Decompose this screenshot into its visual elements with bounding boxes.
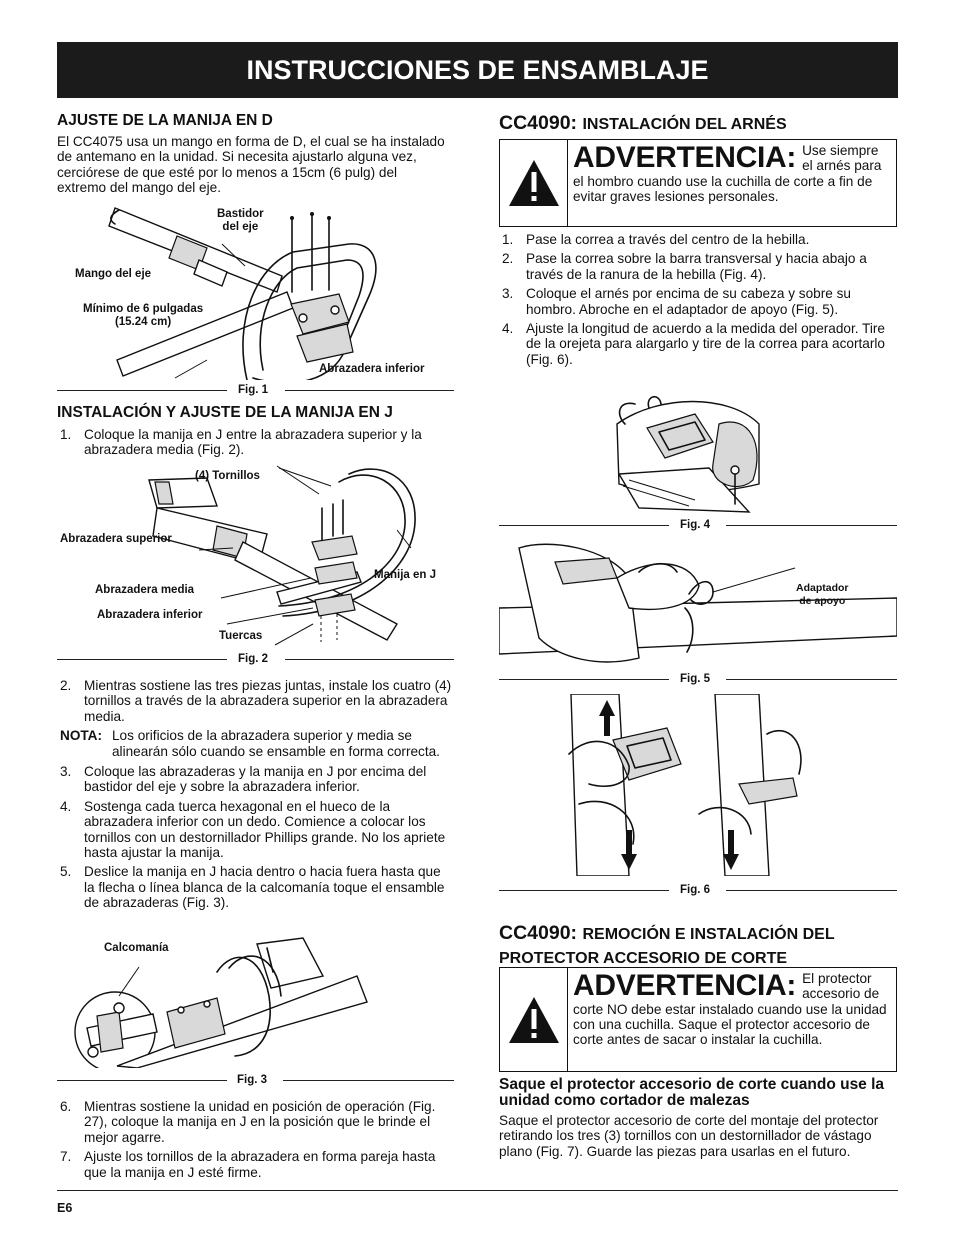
fig2-label-tuercas: Tuercas xyxy=(219,630,263,642)
fig4-illustration xyxy=(499,384,897,519)
list-item: 1.Coloque la manija en J entre la abraza… xyxy=(60,427,422,458)
j-handle-heading: INSTALACIÓN Y AJUSTE DE LA MANIJA EN J xyxy=(57,404,393,421)
fig5-label-adaptador: Adaptador de apoyo xyxy=(796,582,849,607)
fig4-caption: Fig. 4 xyxy=(499,519,897,531)
protector-text: Saque el protector accesorio de corte de… xyxy=(499,1113,879,1159)
fig6-illustration xyxy=(549,693,809,877)
harness-steps: 1.Pase la correa a través del centro de … xyxy=(499,232,897,371)
fig2-illustration xyxy=(57,464,454,650)
fig5-illustration xyxy=(498,538,898,673)
fig1-illustration xyxy=(57,200,454,384)
section-banner: INSTRUCCIONES DE ENSAMBLAJE xyxy=(57,42,898,98)
fig1-caption: Fig. 1 xyxy=(57,384,454,396)
harness-heading: CC4090: INSTALACIÓN DEL ARNÉS xyxy=(499,112,787,134)
fig1-label-abrazadera: Abrazadera inferior xyxy=(319,363,425,375)
list-item: 2.Mientras sostiene las tres piezas junt… xyxy=(60,678,452,724)
list-item: 3.Coloque las abrazaderas y la manija en… xyxy=(60,764,427,795)
note: NOTA:Los orificios de la abrazadera supe… xyxy=(60,728,440,759)
fig5-caption: Fig. 5 xyxy=(499,673,897,685)
fig6-caption: Fig. 6 xyxy=(499,884,897,896)
fig3-illustration xyxy=(57,936,454,1073)
fig2-label-media: Abrazadera media xyxy=(95,584,195,596)
d-handle-heading: AJUSTE DE LA MANIJA EN D xyxy=(57,112,273,129)
fig2-caption: Fig. 2 xyxy=(57,653,454,665)
list-item: 2.Pase la correa sobre la barra transver… xyxy=(502,251,867,282)
warning-icon xyxy=(500,968,568,1071)
list-item: 3.Coloque el arnés por encima de su cabe… xyxy=(502,286,851,317)
j-handle-step-1: 1.Coloque la manija en J entre la abraza… xyxy=(57,427,454,462)
protector-heading: CC4090: REMOCIÓN E INSTALACIÓN DEL PROTE… xyxy=(499,922,835,967)
protector-subheading: Saque el protector accesorio de corte cu… xyxy=(499,1076,885,1109)
page-number: E6 xyxy=(57,1201,73,1215)
fig3-caption: Fig. 3 xyxy=(57,1074,454,1086)
harness-warning-box: ADVERTENCIA:Use siempre el arnés para el… xyxy=(499,139,897,227)
fig1-label-minimo: Mínimo de 6 pulgadas (15.24 cm) xyxy=(83,303,204,328)
protector-warning-box: ADVERTENCIA:El protector accesorio de co… xyxy=(499,967,897,1072)
j-handle-steps-2-5: 2.Mientras sostiene las tres piezas junt… xyxy=(57,678,454,915)
list-item: 5.Deslice la manija en J hacia dentro o … xyxy=(60,864,445,911)
fig1-label-bastidor: Bastidor del eje xyxy=(217,208,264,233)
d-handle-text: El CC4075 usa un mango en forma de D, el… xyxy=(57,134,445,196)
fig1-label-mango: Mango del eje xyxy=(75,268,152,280)
list-item: 4.Sostenga cada tuerca hexagonal en el h… xyxy=(60,798,446,861)
fig3-label-calcomania: Calcomanía xyxy=(104,942,169,954)
fig2-label-manija: Manija en J xyxy=(374,569,436,581)
j-handle-steps-6-7: 6.Mientras sostiene la unidad en posició… xyxy=(57,1099,454,1184)
footer-rule xyxy=(57,1190,898,1191)
fig2-label-tornillos: (4) Tornillos xyxy=(195,470,260,482)
list-item: 1.Pase la correa a través del centro de … xyxy=(502,232,810,247)
warning-icon xyxy=(500,140,568,226)
list-item: 6.Mientras sostiene la unidad en posició… xyxy=(60,1099,436,1145)
list-item: 4.Ajuste la longitud de acuerdo a la med… xyxy=(502,321,885,367)
list-item: 7.Ajuste los tornillos de la abrazadera … xyxy=(60,1149,436,1180)
fig2-label-inferior: Abrazadera inferior xyxy=(97,609,203,621)
fig2-label-superior: Abrazadera superior xyxy=(60,533,172,545)
